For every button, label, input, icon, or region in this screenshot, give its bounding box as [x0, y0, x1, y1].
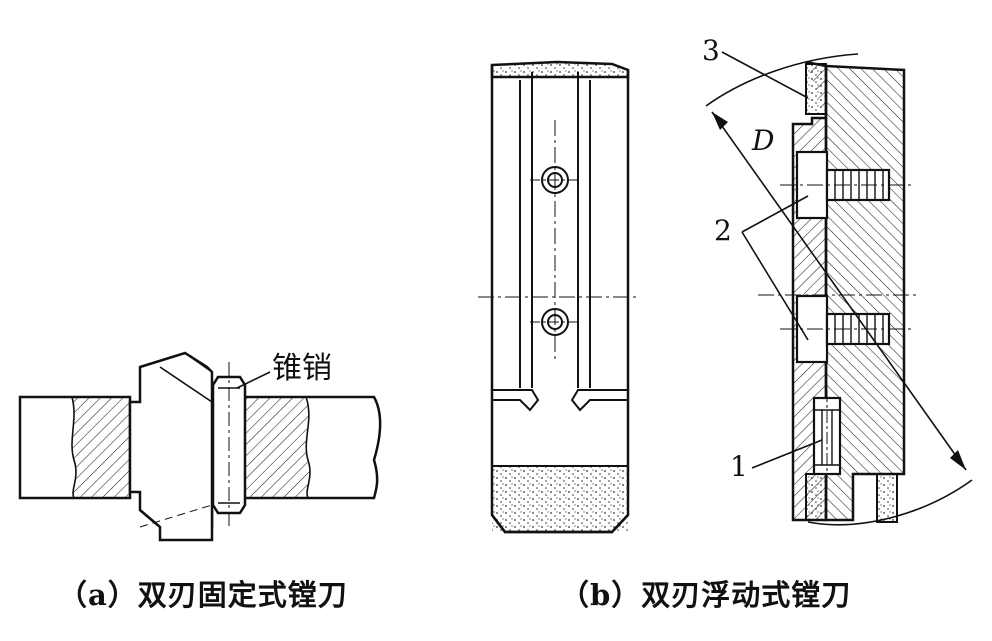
leader-3: [721, 51, 809, 99]
pin-label: 锥销: [272, 351, 332, 386]
pin-leader: [236, 371, 271, 389]
leader-1: [751, 439, 823, 469]
part-label-1: 1: [730, 450, 748, 483]
insert-bottom: [876, 473, 898, 523]
caption-fixed-cutter: （a）双刃固定式镗刀: [58, 578, 348, 612]
floating-blade-section-view: [705, 51, 973, 526]
blade-body: [128, 351, 214, 529]
blade-chamfer: [159, 366, 213, 403]
boring-bar-right: [245, 395, 382, 500]
diameter-arc-top: [705, 53, 859, 107]
part-label-2: 2: [714, 214, 732, 247]
bar-section-left: [70, 396, 131, 499]
diameter-dimension-line: [711, 111, 967, 471]
fixed-boring-cutter: [18, 351, 382, 542]
adjusting-screw: [812, 390, 842, 488]
blade-tail: [139, 509, 214, 542]
floating-blade-front-view: [478, 60, 640, 534]
dimension-label-d: D: [751, 124, 774, 157]
leader-2b: [741, 231, 809, 341]
screw-lower: [780, 294, 914, 364]
blade-outline: [490, 65, 630, 534]
screw-upper: [780, 150, 914, 220]
carbide-insert: [492, 466, 628, 532]
leader-2a: [741, 195, 809, 233]
caption-floating-cutter: （b）双刃浮动式镗刀: [560, 578, 852, 612]
bar-section-right: [244, 396, 311, 499]
insert-top: [805, 63, 827, 115]
diameter-arc-bottom: [807, 479, 973, 526]
part-label-3: 3: [702, 34, 720, 67]
blade-top-edge: [490, 60, 630, 79]
